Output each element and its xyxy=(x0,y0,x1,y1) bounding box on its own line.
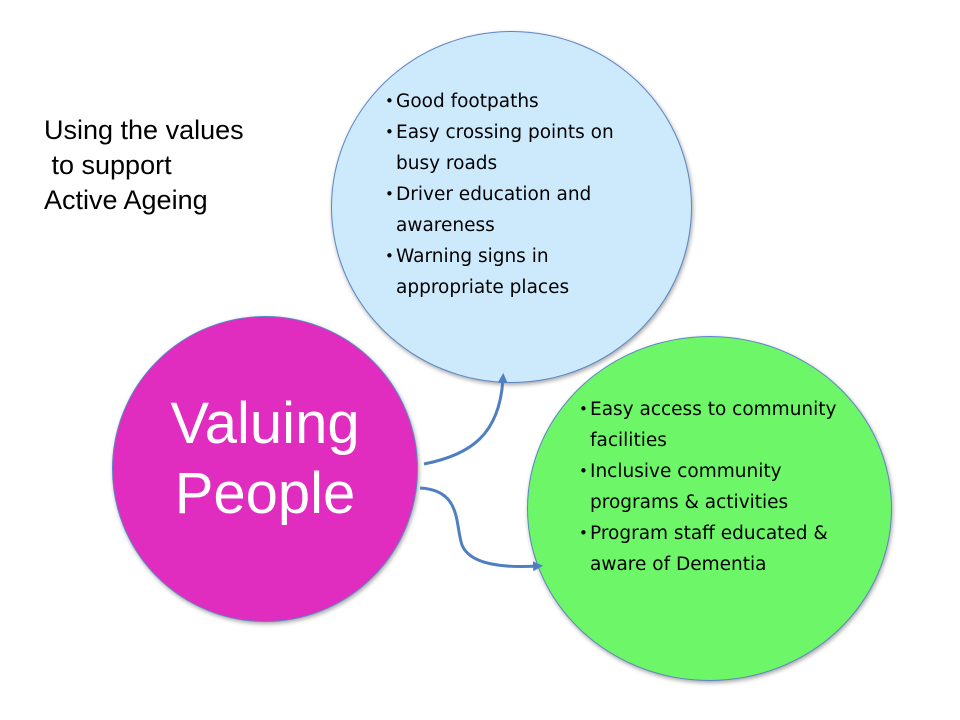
top-circle-list: Good footpaths Easy crossing points on b… xyxy=(385,86,655,303)
list-item: Warning signs in appropriate places xyxy=(385,241,655,303)
list-item: Easy crossing points on busy roads xyxy=(385,117,655,179)
right-circle-list: Easy access to community facilities Incl… xyxy=(579,394,839,580)
center-label-line1: Valuing xyxy=(170,391,360,456)
list-item: Good footpaths xyxy=(385,86,655,117)
list-item: Inclusive community programs & activitie… xyxy=(579,456,839,518)
list-item: Driver education and awareness xyxy=(385,179,655,241)
center-label-line2: People xyxy=(174,461,356,526)
center-label: Valuing People xyxy=(113,389,417,529)
diagram-title: Using the values to support Active Agein… xyxy=(44,115,244,215)
center-circle: Valuing People xyxy=(112,316,418,622)
arrow-to-right-circle xyxy=(419,486,543,572)
list-item: Program staff educated & aware of Dement… xyxy=(579,518,839,580)
list-item: Easy access to community facilities xyxy=(579,394,839,456)
arrow-to-top-circle xyxy=(423,373,508,466)
